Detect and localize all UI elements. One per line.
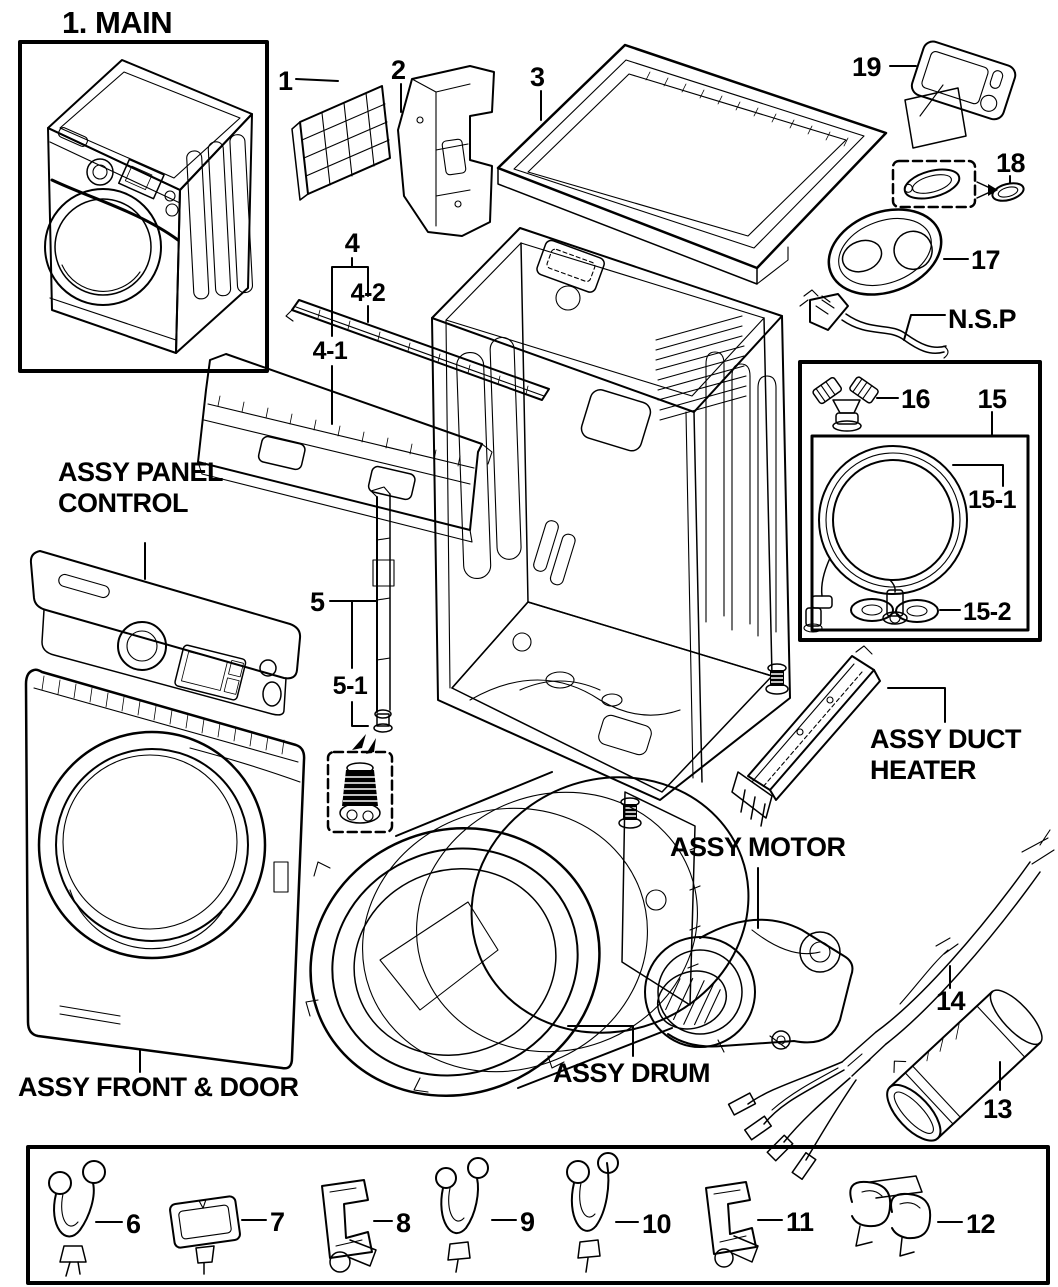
callout-16: 16	[877, 384, 931, 414]
part-12-double-clamp	[850, 1176, 930, 1256]
part-17-cap-cover	[817, 195, 953, 310]
callout-17-label: 17	[971, 245, 1000, 275]
part-4-2-cross-rail	[286, 300, 549, 400]
assy-motor-label: ASSY MOTOR	[670, 832, 846, 862]
part-19-cover	[905, 39, 1018, 148]
callout-4-group: 4 4-1 4-2	[313, 228, 386, 424]
callout-11-label: 11	[786, 1207, 814, 1237]
callout-12-label: 12	[966, 1209, 995, 1239]
callout-4-2-label: 4-2	[351, 279, 386, 307]
callout-4-label: 4	[345, 228, 360, 258]
callout-18-label: 18	[996, 148, 1026, 178]
cover-serration	[646, 72, 848, 146]
callout-1-label: 1	[278, 66, 293, 96]
callout-3: 3	[530, 62, 546, 120]
callout-5-label: 5	[310, 587, 325, 617]
callout-6: 6	[96, 1209, 142, 1239]
part-2-support-bracket	[398, 66, 494, 236]
callout-19: 19	[852, 52, 916, 82]
leveling-foot-front	[619, 798, 641, 828]
part-11-hook-clamp	[706, 1182, 758, 1267]
callout-16-label: 16	[901, 384, 931, 414]
part-18-seal	[893, 161, 1026, 207]
part-9-wire-clip	[436, 1158, 488, 1272]
assy-front-door: ASSY FRONT & DOOR	[18, 670, 304, 1102]
callout-3-label: 3	[530, 62, 545, 92]
part-5-1-foot-detail	[328, 734, 392, 832]
assy-duct-heater: ASSY DUCT HEATER	[732, 646, 1023, 826]
callout-15-1: 15-1	[953, 465, 1017, 514]
section-title: 1. MAIN	[62, 5, 172, 40]
assy-drum-label: ASSY DRUM	[553, 1058, 710, 1088]
part-14-wire-harness	[729, 830, 1054, 1179]
nsp-power-cord	[800, 290, 948, 358]
callout-2-label: 2	[391, 55, 406, 85]
part-4-1-support-panel	[198, 354, 492, 542]
assy-duct-heater-label-1: ASSY DUCT	[870, 724, 1022, 754]
callout-5-group: 5 5-1	[310, 587, 377, 726]
callout-13-label: 13	[983, 1094, 1013, 1124]
part-15-2-washers	[851, 599, 938, 622]
assy-panel-control-label-1: ASSY PANEL	[58, 457, 223, 487]
callout-2: 2	[391, 55, 406, 112]
callout-1: 1	[278, 66, 338, 96]
part-15-1-hose	[804, 446, 967, 632]
callout-15-label: 15	[977, 384, 1007, 414]
callout-4-1-label: 4-1	[313, 337, 348, 365]
callout-15-2: 15-2	[940, 598, 1012, 626]
callout-18: 18	[996, 148, 1026, 183]
callout-9-label: 9	[520, 1207, 535, 1237]
part-10-wire-clip	[567, 1153, 618, 1272]
callout-17: 17	[944, 245, 1001, 275]
callout-14-label: 14	[936, 986, 966, 1016]
callout-10-label: 10	[642, 1209, 671, 1239]
part-3-top-cover	[498, 45, 886, 284]
cabinet-louvers	[656, 316, 746, 420]
callout-11: 11	[758, 1207, 815, 1237]
assy-front-door-label: ASSY FRONT & DOOR	[18, 1072, 299, 1102]
assy-duct-heater-leader	[888, 688, 945, 722]
callout-13: 13	[983, 1062, 1013, 1124]
callout-14: 14	[936, 966, 966, 1016]
callout-12: 12	[938, 1209, 996, 1239]
bottom-clips-box: 6 7 8	[28, 1147, 1048, 1283]
callout-9: 9	[492, 1207, 536, 1237]
callout-15-2-label: 15-2	[963, 598, 1011, 626]
assy-duct-heater-label-2: HEATER	[870, 755, 976, 785]
part-5-corner-rail	[371, 487, 394, 732]
part-1-lint-filter	[292, 86, 390, 200]
cabinet-frame	[432, 228, 790, 828]
part-16-y-connector	[812, 376, 879, 431]
callout-5-1-label: 5-1	[333, 672, 368, 700]
assy-panel-control: ASSY PANEL CONTROL	[31, 457, 300, 715]
callout-nsp-label: N.S.P	[948, 304, 1017, 334]
callout-15-1-label: 15-1	[968, 486, 1017, 514]
callout-10: 10	[616, 1209, 672, 1239]
part-8-hook-clamp	[322, 1180, 376, 1272]
callout-19-label: 19	[852, 52, 882, 82]
front-panel-serration	[42, 676, 284, 754]
callout-15: 15	[977, 384, 1007, 435]
assy-drum-leader	[568, 1026, 633, 1056]
terminal-block	[535, 239, 606, 294]
part-7-frame-clip	[169, 1196, 240, 1274]
callout-6-label: 6	[126, 1209, 141, 1239]
callout-8: 8	[374, 1208, 412, 1238]
part-15-hose-kit-box: 16 15 15-1 15-2	[800, 362, 1040, 640]
callout-8-label: 8	[396, 1208, 411, 1238]
callout-nsp: N.S.P	[904, 304, 1017, 340]
overview-machine-box	[20, 42, 267, 371]
assy-drum: ASSY DRUM	[273, 739, 785, 1136]
leveling-foot-right	[766, 664, 788, 694]
callout-7: 7	[242, 1207, 285, 1237]
callout-7-label: 7	[270, 1207, 285, 1237]
part-6-wire-clip	[49, 1161, 105, 1276]
part-13-duct-cylinder	[867, 971, 1049, 1149]
assy-panel-control-label-2: CONTROL	[58, 488, 188, 518]
assy-motor: ASSY MOTOR	[645, 832, 852, 1052]
